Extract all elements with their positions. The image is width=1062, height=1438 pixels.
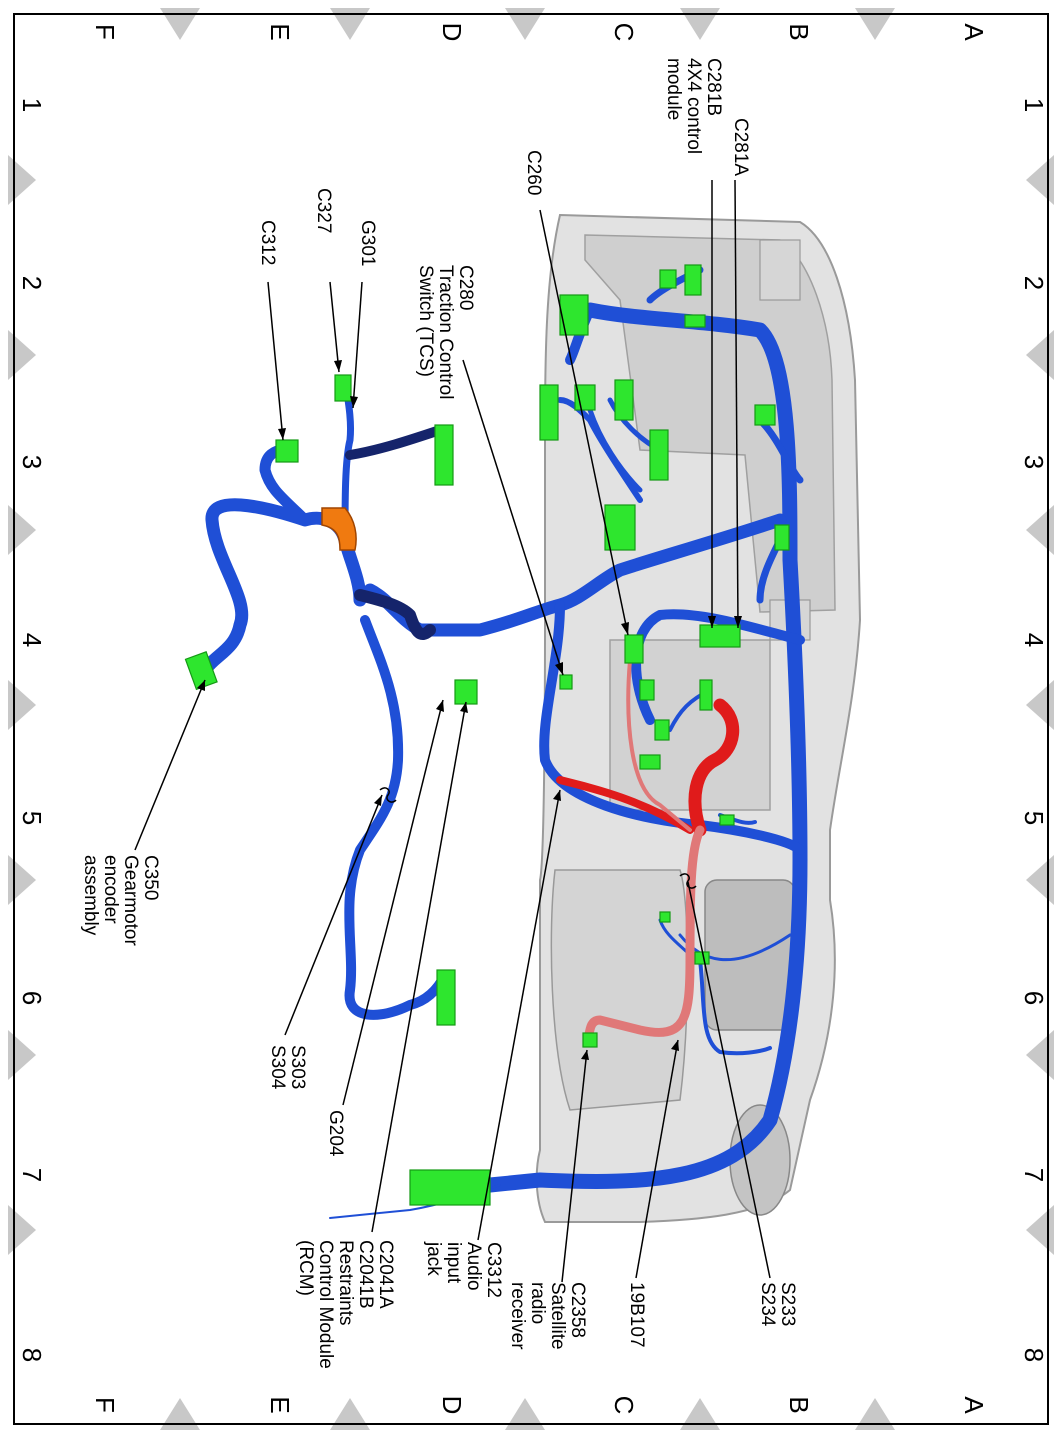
col-number-right: 1 <box>1019 98 1049 112</box>
label-line: C281A <box>730 118 751 176</box>
label-g301: G301 <box>357 220 378 266</box>
row-letter-top: C <box>609 23 639 42</box>
row-letters-top: A B C D E F <box>90 23 989 42</box>
col-number-left: 5 <box>17 811 47 825</box>
col-number-left: 6 <box>17 991 47 1005</box>
label-line: Switch (TCS) <box>415 265 436 377</box>
col-number-left: 4 <box>17 633 47 647</box>
label-c281b-4x4-control-module: C281B4X4 controlmodule <box>663 58 724 154</box>
label-c312: C312 <box>257 220 278 265</box>
label-line: Satellite <box>547 1282 568 1350</box>
label-line: (RCM) <box>295 1240 316 1296</box>
audio-harness <box>556 658 740 1045</box>
col-number-right: 6 <box>1019 991 1049 1005</box>
label-line: C327 <box>313 188 334 233</box>
row-letter-bottom: A <box>959 1396 989 1414</box>
label-s303-s304: S303S304 <box>267 1045 308 1090</box>
orange-elbow <box>321 507 357 551</box>
col-number-right: 2 <box>1019 276 1049 290</box>
label-s233-s234: S233S234 <box>757 1282 798 1327</box>
row-letter-bottom: B <box>784 1396 814 1413</box>
col-numbers-right: 1 2 3 4 5 6 7 8 <box>1019 98 1049 1362</box>
col-number-right: 3 <box>1019 455 1049 469</box>
arrowheads <box>197 360 742 1060</box>
label-line: C260 <box>523 150 544 195</box>
label-line: S234 <box>757 1282 778 1327</box>
label-line: Traction Control <box>435 265 456 399</box>
label-line: C2041B <box>355 1240 376 1309</box>
label-line: Audio <box>463 1242 484 1291</box>
label-c350-gearmotor-encoder: C350Gearmotorencoderassembly <box>80 855 161 946</box>
label-line: C2358 <box>567 1282 588 1338</box>
label-line: Gearmotor <box>120 855 141 946</box>
label-line: module <box>663 58 684 120</box>
label-line: receiver <box>507 1282 528 1350</box>
label-line: assembly <box>80 855 101 936</box>
row-letter-top: F <box>90 24 120 40</box>
label-line: input <box>443 1242 464 1284</box>
label-line: C3312 <box>483 1242 504 1298</box>
col-numbers-left: 1 2 3 4 5 6 7 8 <box>17 98 47 1362</box>
row-letter-bottom: E <box>265 1396 295 1413</box>
label-line: C280 <box>455 265 476 310</box>
row-letter-top: E <box>265 23 295 40</box>
label-line: 19B107 <box>626 1282 647 1348</box>
label-c281a: C281A <box>730 118 751 176</box>
col-number-left: 2 <box>17 276 47 290</box>
label-line: S233 <box>777 1282 798 1326</box>
row-letter-bottom: F <box>90 1397 120 1413</box>
row-letter-top: B <box>784 23 814 40</box>
label-line: S304 <box>267 1045 288 1090</box>
label-line: Restraints <box>335 1240 356 1326</box>
col-number-right: 5 <box>1019 811 1049 825</box>
col-number-left: 3 <box>17 455 47 469</box>
label-c280-traction-control-switch: C280Traction ControlSwitch (TCS) <box>415 265 476 399</box>
col-number-left: 8 <box>17 1348 47 1362</box>
label-line: radio <box>527 1282 548 1324</box>
label-line: C312 <box>257 220 278 265</box>
col-number-right: 4 <box>1019 633 1049 647</box>
label-line: C281B <box>703 58 724 116</box>
label-c3312-audio-input-jack: C3312Audioinputjack <box>423 1241 504 1298</box>
frame-border <box>13 13 1049 1425</box>
row-letters-bottom: A B C D E F <box>90 1396 989 1415</box>
label-line: G204 <box>325 1110 346 1157</box>
label-line: C2041A <box>375 1240 396 1309</box>
row-letter-top: D <box>437 23 467 42</box>
label-19b107: 19B107 <box>626 1282 647 1348</box>
row-letter-bottom: C <box>609 1396 639 1415</box>
leader-lines <box>134 179 771 1283</box>
label-c2358-satellite-radio-receiver: C2358Satelliteradioreceiver <box>507 1282 588 1350</box>
row-letter-bottom: D <box>437 1396 467 1415</box>
label-c260: C260 <box>523 150 544 195</box>
splice-markers <box>379 787 697 889</box>
label-line: C350 <box>140 855 161 900</box>
label-line: 4X4 control <box>683 58 704 154</box>
col-number-left: 1 <box>17 98 47 112</box>
label-g204: G204 <box>325 1110 346 1157</box>
col-number-right: 7 <box>1019 1168 1049 1182</box>
row-letter-top: A <box>959 23 989 41</box>
col-number-left: 7 <box>17 1168 47 1182</box>
label-line: jack <box>423 1241 444 1276</box>
label-line: S303 <box>287 1045 308 1089</box>
label-c327: C327 <box>313 188 334 233</box>
col-number-right: 8 <box>1019 1348 1049 1362</box>
label-line: Control Module <box>315 1240 336 1369</box>
label-line: encoder <box>100 855 121 924</box>
label-c2041-restraints-control-module: C2041AC2041BRestraintsControl Module(RCM… <box>295 1240 396 1369</box>
connectors <box>184 264 790 1206</box>
label-line: G301 <box>357 220 378 266</box>
